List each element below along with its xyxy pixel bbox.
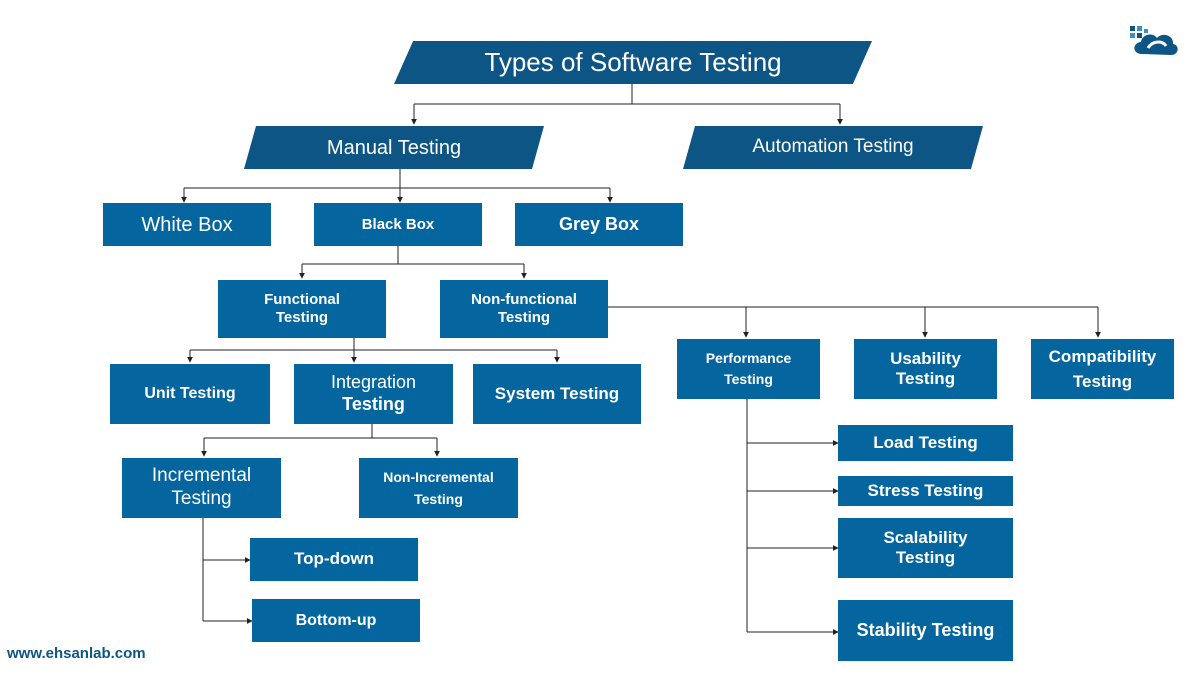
node-label: Manual Testing: [326, 136, 462, 159]
page-title: Types of Software Testing: [484, 46, 782, 77]
website-url: www.ehsanlab.com: [7, 645, 146, 662]
node-compatibility-testing: Compatibility Testing: [1031, 339, 1174, 399]
title-box: Types of Software Testing: [394, 41, 872, 84]
node-top-down: Top-down: [250, 538, 418, 581]
node-incremental-testing: Incremental Testing: [122, 458, 281, 518]
node-unit-testing: Unit Testing: [110, 364, 270, 424]
node-label: System Testing: [494, 383, 620, 403]
node-non-functional-testing: Non-functional Testing: [440, 280, 608, 338]
node-label: Unit Testing: [144, 385, 236, 403]
node-non-incremental-testing: Non-Incremental Testing: [359, 458, 518, 518]
node-load-testing: Load Testing: [838, 425, 1013, 461]
node-usability-testing: Usability Testing: [854, 339, 997, 399]
node-label: Functional Testing: [264, 291, 340, 326]
node-black-box: Black Box: [314, 203, 482, 246]
node-white-box: White Box: [103, 203, 271, 246]
node-automation-testing: Automation Testing: [683, 126, 983, 169]
node-label: Automation Testing: [752, 136, 914, 158]
node-integration-testing: Integration Testing: [294, 364, 453, 424]
node-label: Performance Testing: [705, 350, 792, 387]
node-label: Usability Testing: [890, 349, 961, 388]
node-label: Integration: [330, 372, 417, 393]
node-label: Non-Incremental Testing: [383, 468, 494, 507]
node-system-testing: System Testing: [473, 364, 641, 424]
node-label: Grey Box: [558, 213, 640, 234]
node-label: Scalability Testing: [883, 527, 968, 567]
node-grey-box: Grey Box: [515, 203, 683, 246]
node-label: Non-functional Testing: [471, 291, 577, 326]
node-bottom-up: Bottom-up: [252, 599, 420, 642]
node-scalability-testing: Scalability Testing: [838, 518, 1013, 578]
node-label: Load Testing: [873, 432, 978, 452]
node-functional-testing: Functional Testing: [218, 280, 386, 338]
node-label: Compatibility Testing: [1048, 346, 1157, 392]
node-label: Incremental Testing: [151, 465, 252, 509]
node-label-bold: Testing: [342, 394, 405, 414]
node-label: Black Box: [361, 215, 435, 233]
node-label: Top-down: [294, 549, 374, 569]
cloud-logo-icon: [1130, 26, 1178, 55]
node-label: Stress Testing: [867, 480, 984, 500]
node-label: Bottom-up: [295, 611, 377, 629]
node-stability-testing: Stability Testing: [838, 600, 1013, 661]
node-label: White Box: [141, 213, 233, 236]
node-performance-testing: Performance Testing: [677, 339, 820, 399]
node-label: Stability Testing: [856, 619, 995, 640]
node-manual-testing: Manual Testing: [244, 126, 544, 169]
node-stress-testing: Stress Testing: [838, 476, 1013, 506]
